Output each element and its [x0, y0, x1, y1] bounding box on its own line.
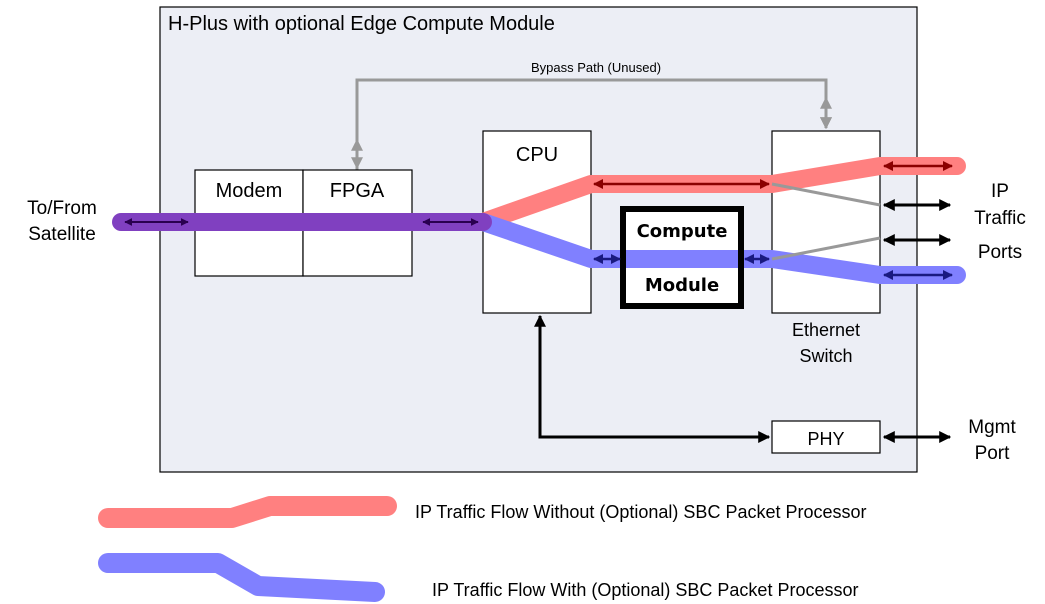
panel-title: H-Plus with optional Edge Compute Module: [168, 13, 555, 35]
cpu-label: CPU: [516, 144, 558, 166]
legend-red-swatch: [98, 496, 397, 528]
switch-route-upper: [771, 182, 881, 207]
mgmt-label-line1: Mgmt: [968, 417, 1016, 438]
legend-blue-swatch: [98, 553, 385, 602]
mgmt-label-line2: Port: [975, 443, 1011, 464]
compute-label-line1: Compute: [637, 221, 728, 242]
fpga-label: FPGA: [330, 180, 385, 202]
ip-ports-label-line1: IP: [991, 181, 1009, 202]
switch-box: [771, 130, 881, 314]
legend-red-label: IP Traffic Flow Without (Optional) SBC P…: [415, 502, 867, 522]
legend-blue-label: IP Traffic Flow With (Optional) SBC Pack…: [432, 580, 858, 600]
satellite-label-line2: Satellite: [28, 224, 96, 245]
ip-ports-label-line2: Traffic: [974, 208, 1026, 229]
modem-label: Modem: [216, 180, 283, 202]
ip-ports-label-line3: Ports: [978, 242, 1022, 263]
cpu-phy-path: [534, 314, 771, 443]
switch-route-lower: [771, 236, 881, 261]
bypass-label: Bypass Path (Unused): [531, 60, 661, 75]
compute-blue-band: [626, 250, 738, 268]
switch-label-line2: Switch: [799, 346, 852, 366]
phy-label: PHY: [807, 429, 844, 449]
compute-label-line2: Module: [645, 275, 719, 296]
switch-label-line1: Ethernet: [792, 320, 860, 340]
satellite-label-line1: To/From: [27, 198, 97, 219]
phy-box: [771, 420, 881, 454]
